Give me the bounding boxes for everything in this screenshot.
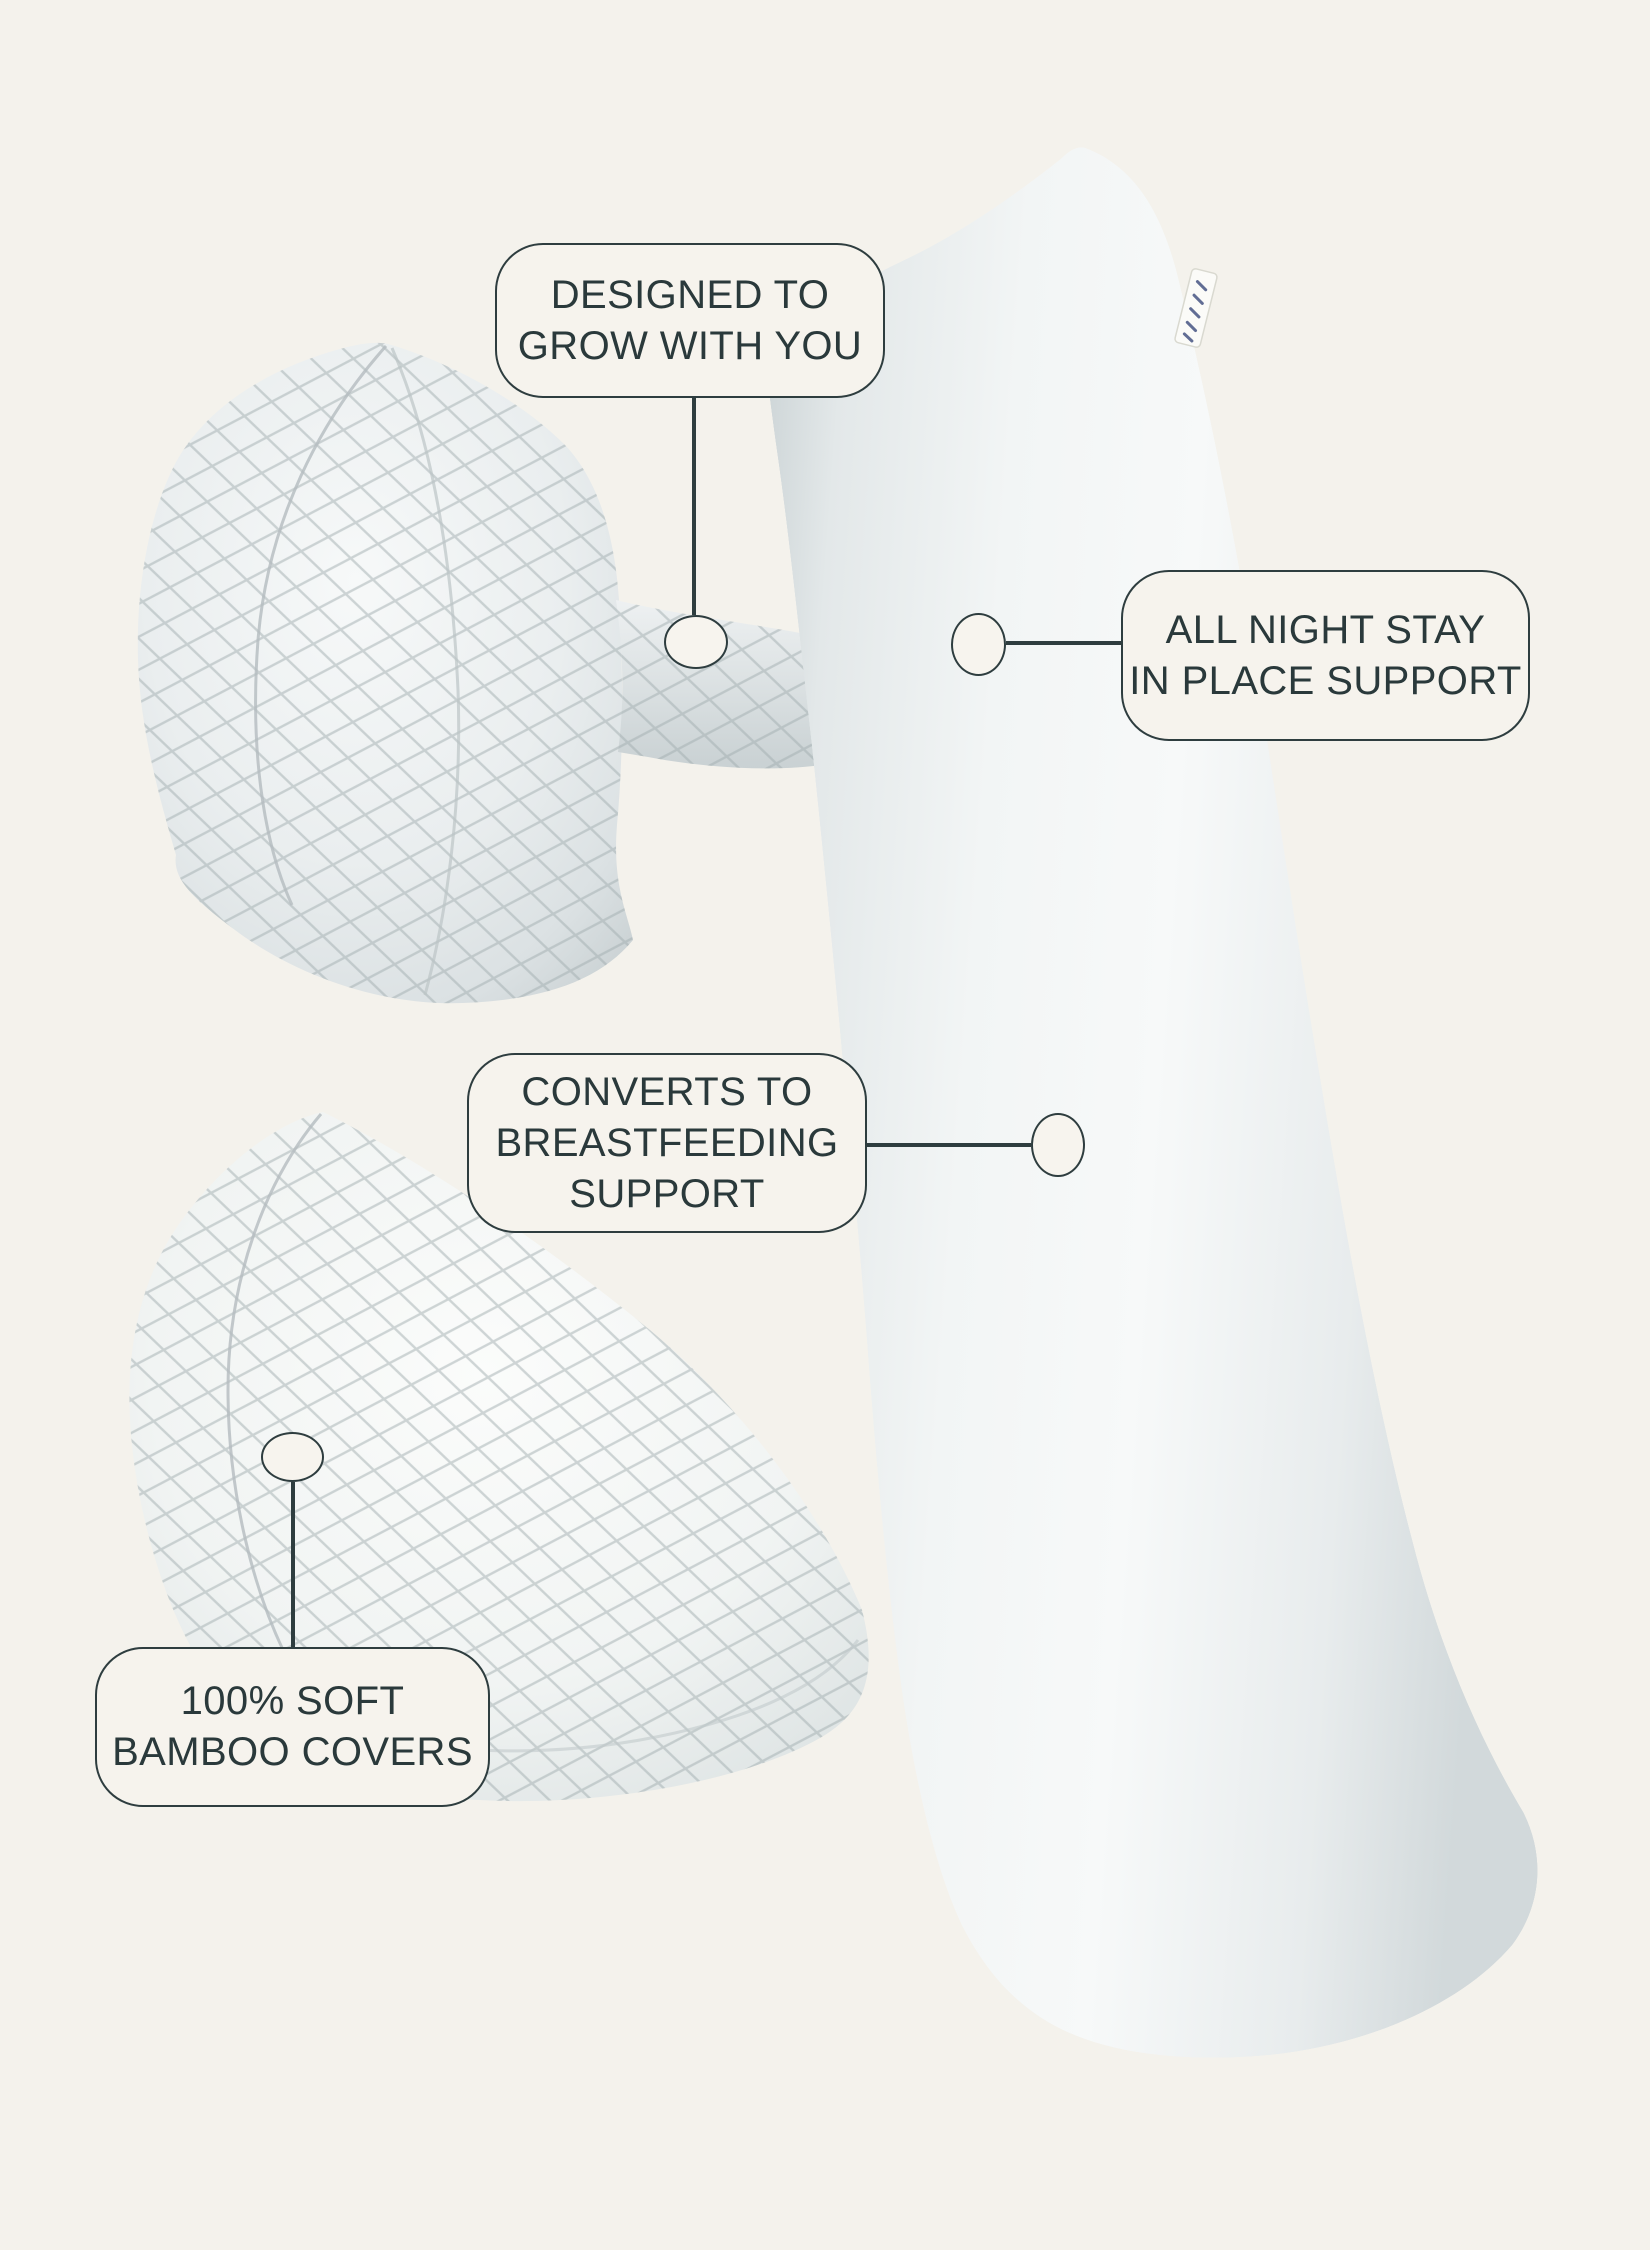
callout-all-night-label: ALL NIGHT STAY IN PLACE SUPPORT [1129,607,1522,703]
connector-line-bamboo [291,1482,295,1647]
connector-dot-converts [1031,1113,1085,1177]
connector-line-designed [692,398,696,615]
connector-line-converts [867,1143,1031,1147]
callout-converts-breastfeeding: CONVERTS TO BREASTFEEDING SUPPORT [467,1053,867,1233]
callout-bamboo-covers: 100% SOFT BAMBOO COVERS [95,1647,490,1807]
connector-dot-designed [664,615,728,669]
callout-converts-label: CONVERTS TO BREASTFEEDING SUPPORT [495,1069,839,1216]
connector-line-all-night [1006,641,1122,645]
connector-dot-bamboo [261,1432,324,1482]
wedge-pillow-bottom-illustration [129,1112,869,1802]
body-pillow-illustration [763,147,1538,2058]
callout-all-night-support: ALL NIGHT STAY IN PLACE SUPPORT [1121,570,1530,741]
connector-dot-all-night [951,613,1006,676]
callout-bamboo-label: 100% SOFT BAMBOO COVERS [112,1679,473,1774]
fabric-tag [1174,268,1218,348]
callout-designed-label: DESIGNED TO GROW WITH YOU [517,272,863,368]
adjustable-strap-illustration [616,600,828,769]
callout-designed-to-grow: DESIGNED TO GROW WITH YOU [495,243,885,398]
wedge-pillow-top-illustration [137,342,633,1004]
